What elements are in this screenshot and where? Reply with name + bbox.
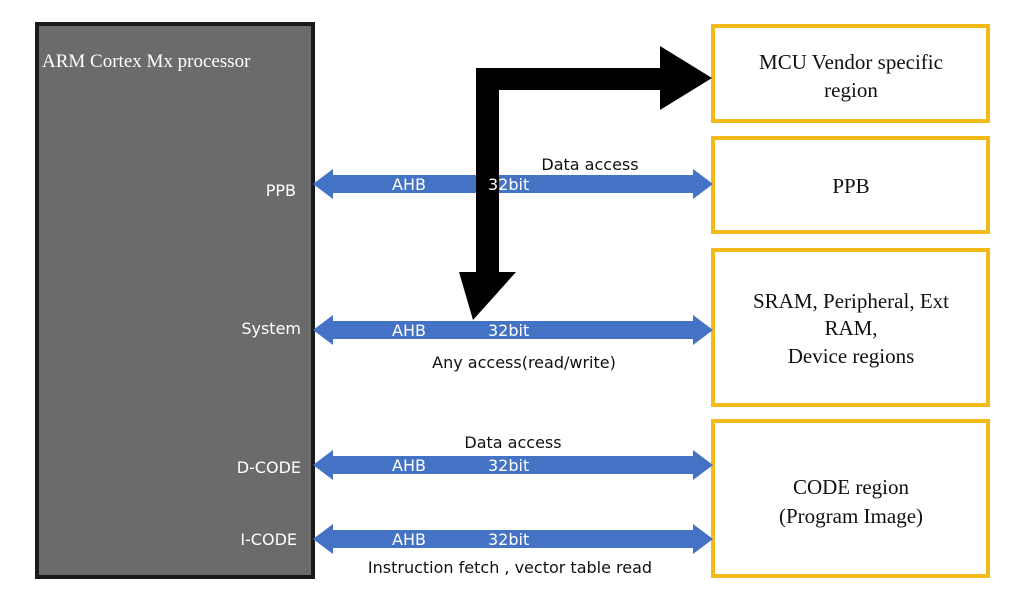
bus-system-access-label: Any access(read/write)	[432, 353, 616, 372]
processor-block	[35, 22, 315, 579]
region-code-line1: CODE region	[793, 475, 910, 499]
bus-arrow-dcode	[313, 450, 713, 480]
port-label-system: System	[241, 319, 301, 338]
region-code-line2: (Program Image)	[779, 504, 923, 528]
bus-ppb-width: 32bit	[488, 175, 529, 194]
bus-system-protocol: AHB	[392, 321, 426, 340]
region-sram-line2: RAM,	[824, 316, 877, 340]
routing-arrow	[459, 46, 712, 320]
region-box-vendor	[711, 24, 990, 123]
bus-icode-protocol: AHB	[392, 530, 426, 549]
bus-system-width: 32bit	[488, 321, 529, 340]
bus-dcode-protocol: AHB	[392, 456, 426, 475]
region-sram-line1: SRAM, Peripheral, Ext	[753, 289, 949, 313]
region-box-ppb	[711, 136, 990, 234]
region-vendor-line1: MCU Vendor specific	[759, 50, 943, 74]
bus-arrow-icode	[313, 524, 713, 554]
port-label-dcode: D-CODE	[237, 458, 301, 477]
region-ppb-label: PPB	[832, 174, 869, 198]
bus-arrow-system	[313, 315, 713, 345]
processor-title: ARM Cortex Mx processor	[42, 51, 251, 72]
region-box-sram	[711, 248, 990, 407]
bus-arrow-ppb	[313, 169, 713, 199]
bus-ppb-protocol: AHB	[392, 175, 426, 194]
bus-ppb-access-label: Data access	[541, 155, 638, 174]
bus-icode-access-label: Instruction fetch , vector table read	[368, 558, 652, 577]
bus-icode-width: 32bit	[488, 530, 529, 549]
port-label-icode: I-CODE	[240, 530, 297, 549]
region-vendor-line2: region	[824, 78, 878, 102]
region-box-code	[711, 419, 990, 578]
port-label-ppb: PPB	[266, 181, 296, 200]
bus-dcode-width: 32bit	[488, 456, 529, 475]
region-sram-line3: Device regions	[788, 344, 915, 368]
bus-dcode-access-label: Data access	[464, 433, 561, 452]
